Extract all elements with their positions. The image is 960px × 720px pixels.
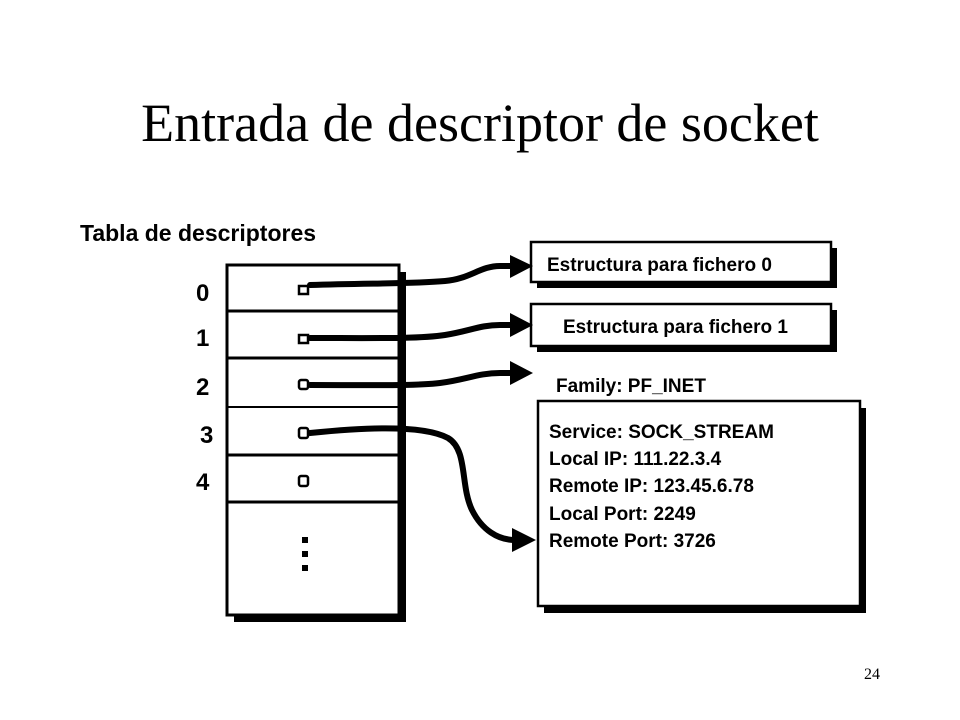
row-index: 2 (196, 374, 209, 401)
arrow-row3-to-socket (307, 425, 518, 543)
continuation-dot (302, 537, 308, 543)
socket-field: Local IP: 111.22.3.4 (549, 449, 722, 470)
arrow-row0-to-file0 (307, 263, 516, 288)
pointer-handle (297, 426, 310, 440)
socket-field: Service: SOCK_STREAM (549, 422, 774, 443)
file0-label: Estructura para fichero 0 (547, 255, 772, 276)
pointer-handle (297, 474, 310, 488)
family-label: Family: PF_INET (556, 376, 706, 397)
arrowhead (510, 313, 533, 337)
table-title: Tabla de descriptores (80, 220, 316, 246)
file0-box (529, 240, 833, 284)
pointer-handle (297, 284, 310, 296)
descriptor-table (225, 263, 401, 617)
arrow-row2-to-family (307, 370, 516, 389)
arrow-row1-to-file1 (307, 322, 516, 342)
slide-title: Entrada de descriptor de socket (141, 93, 819, 153)
arrowhead (512, 528, 536, 552)
arrowhead (510, 361, 533, 385)
row-index: 3 (200, 422, 213, 449)
continuation-dot (302, 551, 308, 557)
row-index: 1 (196, 325, 209, 352)
file1-label: Estructura para fichero 1 (563, 317, 788, 338)
row-index: 4 (196, 469, 210, 496)
socket-field: Remote IP: 123.45.6.78 (549, 476, 754, 497)
pointer-handle (297, 378, 310, 391)
socket-field: Local Port: 2249 (549, 504, 696, 525)
socket-box (536, 399, 862, 608)
slide-number: 24 (864, 666, 880, 683)
pointer-handle (297, 333, 310, 345)
continuation-dot (302, 565, 308, 571)
arrowhead (510, 255, 533, 278)
socket-field: Remote Port: 3726 (549, 531, 716, 552)
row-index: 0 (196, 280, 209, 307)
